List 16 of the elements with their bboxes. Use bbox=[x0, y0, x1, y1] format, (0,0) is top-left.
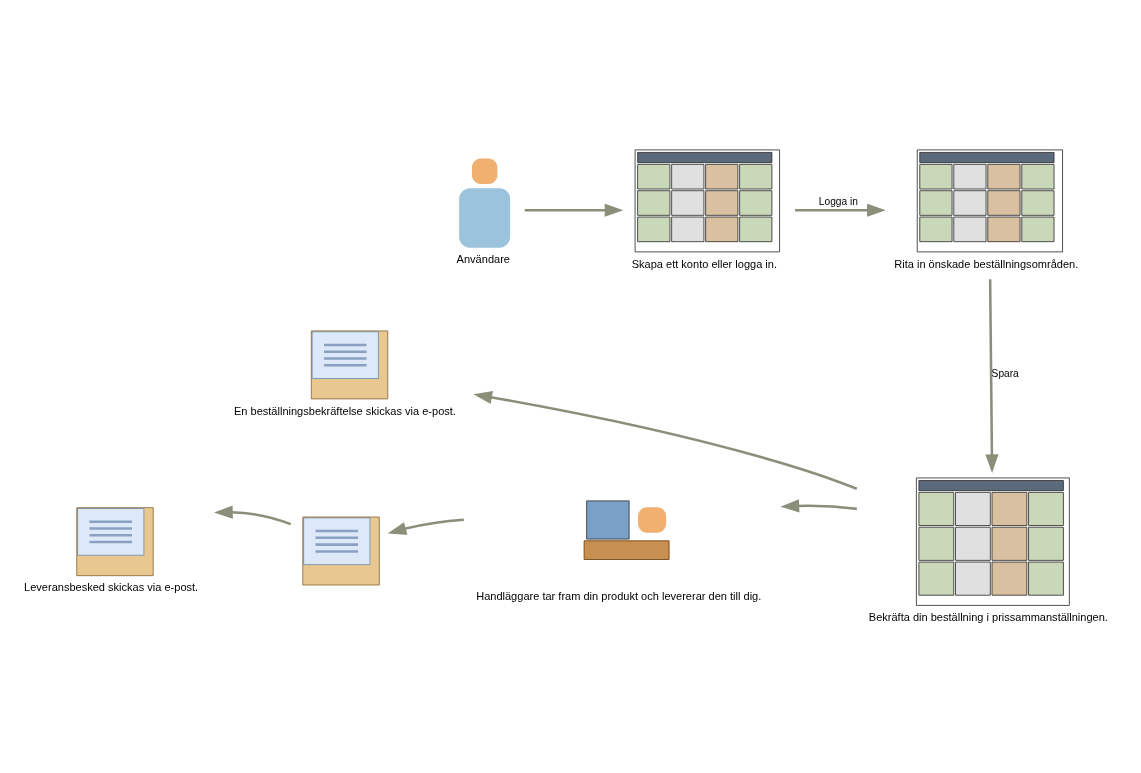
arrow bbox=[795, 203, 886, 217]
node-label: Handläggare tar fram din produkt och levererar den till dig. bbox=[476, 589, 762, 602]
arrow bbox=[524, 203, 624, 217]
arrow bbox=[473, 390, 858, 490]
edge-label: Spara bbox=[991, 367, 1019, 379]
arrow bbox=[985, 278, 999, 473]
node-label: Användare bbox=[456, 252, 510, 265]
node-label: En beställningsbekräftelse skickas via e-post. bbox=[233, 404, 456, 417]
node-label: Bekräfta din beställning i prissammanställningen. bbox=[868, 610, 1108, 623]
arrow bbox=[780, 498, 857, 512]
arrow bbox=[387, 517, 464, 535]
arrow bbox=[214, 505, 292, 525]
node-label: Skapa ett konto eller logga in. bbox=[631, 257, 778, 270]
node-label: Rita in önskade beställningsområden. bbox=[894, 257, 1079, 270]
node-label: Leveransbesked skickas via e-post. bbox=[24, 580, 199, 593]
edge-label: Logga in bbox=[818, 195, 858, 207]
